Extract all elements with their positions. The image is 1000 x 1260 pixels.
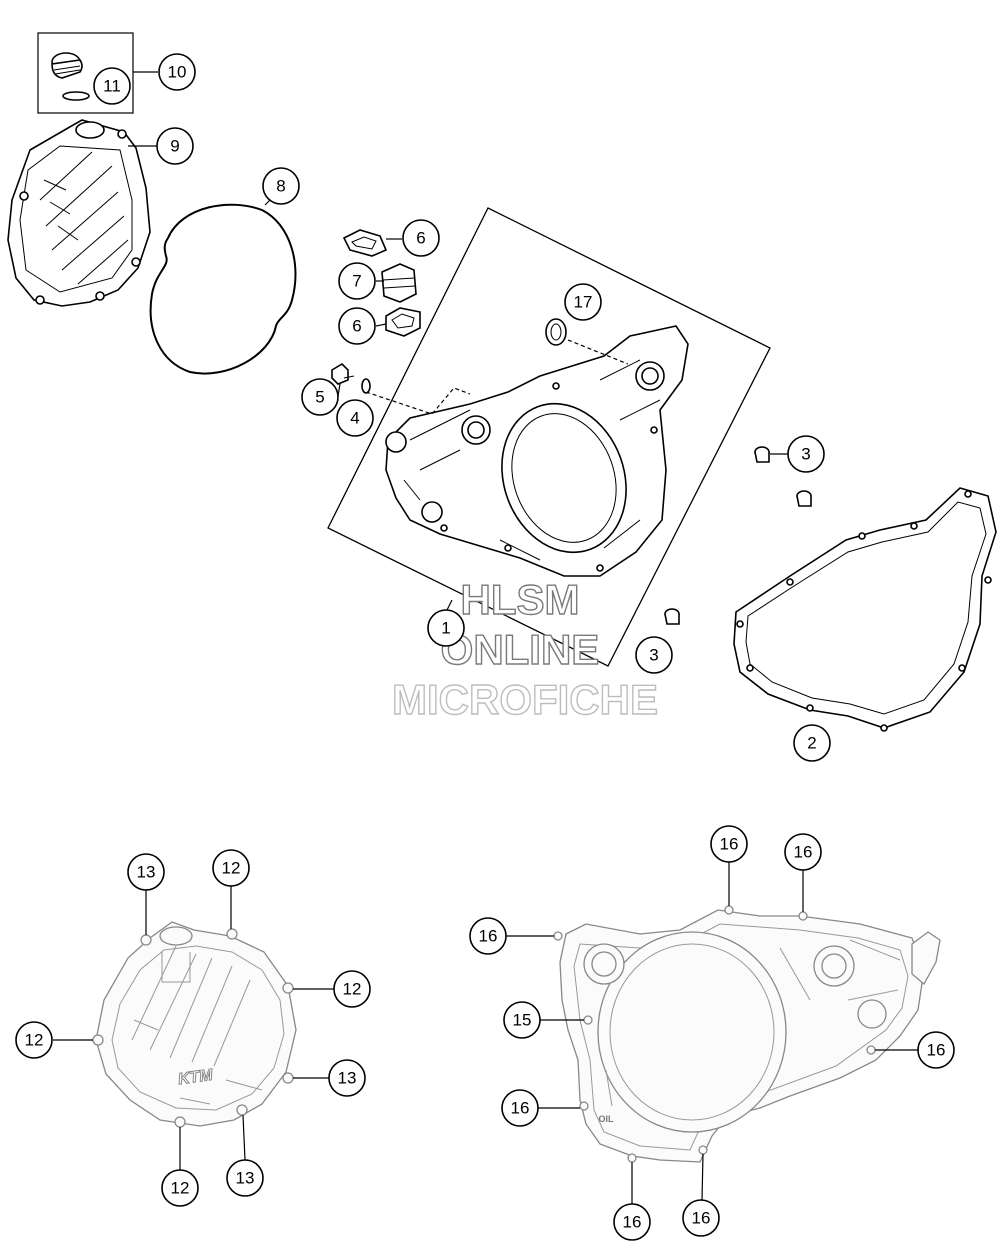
callout-label: 13 [338,1069,357,1088]
callout-label: 17 [574,293,593,312]
callout-16a[interactable]: 16 [710,825,748,863]
oil-plug-inset-box [37,32,134,114]
callout-label: 8 [276,177,285,196]
callout-7[interactable]: 7 [338,262,376,300]
watermark-line-1: HLSM [461,576,580,623]
watermark-line-3: MICROFICHE [392,676,658,723]
outer-cover-gasket [149,203,297,375]
callout-16c[interactable]: 16 [469,917,507,955]
washer-4 [361,378,371,394]
callout-label: 13 [236,1169,255,1188]
callout-label: 3 [801,445,810,464]
callout-label: 3 [649,646,658,665]
callout-label: 13 [137,863,156,882]
callout-label: 12 [343,980,362,999]
outer-clutch-cover [7,119,157,307]
assembly-frame [327,207,771,667]
callout-4[interactable]: 4 [336,399,374,437]
callout-2[interactable]: 2 [793,724,831,762]
callout-label: 2 [807,734,816,753]
dowel-sleeve-3b [796,490,812,507]
callout-label: 4 [350,409,359,428]
callout-label: 16 [927,1041,946,1060]
callout-9[interactable]: 9 [156,127,194,165]
callout-label: 16 [794,843,813,862]
brand-logo: KTM [177,1067,214,1089]
inner-cover-assembly [327,207,771,667]
callout-8[interactable]: 8 [262,167,300,205]
callout-label: 7 [352,272,361,291]
inner-cover-gasket [733,487,997,732]
screw-5 [331,362,355,385]
callout-label: 6 [416,229,425,248]
shaft-seal-17 [545,318,567,346]
callout-16d[interactable]: 16 [917,1031,955,1069]
rubber-grommet-7 [381,263,417,303]
callout-3b[interactable]: 3 [635,636,673,674]
dowel-sleeve-3a [754,446,770,463]
callout-11[interactable]: 11 [93,67,131,105]
callout-label: 12 [171,1179,190,1198]
callout-10[interactable]: 10 [158,53,196,91]
callout-label: 16 [479,927,498,946]
o-ring-11 [62,91,90,101]
dowel-sleeve-3c [664,608,680,625]
callout-1[interactable]: 1 [427,609,465,647]
callout-label: 10 [168,63,187,82]
callout-12c[interactable]: 12 [15,1021,53,1059]
callout-6a[interactable]: 6 [402,219,440,257]
callout-label: 16 [511,1099,530,1118]
seal-cap-6a [342,229,388,257]
callout-17[interactable]: 17 [564,283,602,321]
callout-label: 1 [441,619,450,638]
callout-16g[interactable]: 16 [682,1199,720,1237]
callout-13a[interactable]: 13 [127,853,165,891]
callout-16e[interactable]: 16 [501,1089,539,1127]
callout-6b[interactable]: 6 [338,307,376,345]
inner-cover-bolt-view: OIL [505,862,941,1204]
callout-12d[interactable]: 12 [161,1169,199,1207]
oil-mark: OIL [599,1114,615,1124]
callout-13c[interactable]: 13 [226,1159,264,1197]
oil-filler-plug-group [37,32,158,114]
callout-label: 11 [103,77,121,96]
callout-12b[interactable]: 12 [333,970,371,1008]
callout-12a[interactable]: 12 [212,849,250,887]
callout-5[interactable]: 5 [301,378,339,416]
oil-filler-plug [51,52,83,79]
callout-16b[interactable]: 16 [784,833,822,871]
callout-3a[interactable]: 3 [787,435,825,473]
callout-label: 16 [720,835,739,854]
outer-cover-bolt-view [53,886,335,1170]
watermark: HLSM ONLINE MICROFICHE [391,575,658,723]
callout-label: 6 [352,317,361,336]
callout-label: 15 [513,1011,532,1030]
callout-16f[interactable]: 16 [613,1203,651,1241]
callout-label: 12 [25,1031,44,1050]
callout-13b[interactable]: 13 [328,1059,366,1097]
seal-cap-6b [385,307,421,337]
callout-label: 5 [315,388,324,407]
callout-15[interactable]: 15 [503,1001,541,1039]
callout-label: 12 [222,859,241,878]
callout-label: 9 [170,137,179,156]
watermark-line-2: ONLINE [441,626,600,673]
callout-label: 16 [623,1213,642,1232]
callout-label: 16 [692,1209,711,1228]
